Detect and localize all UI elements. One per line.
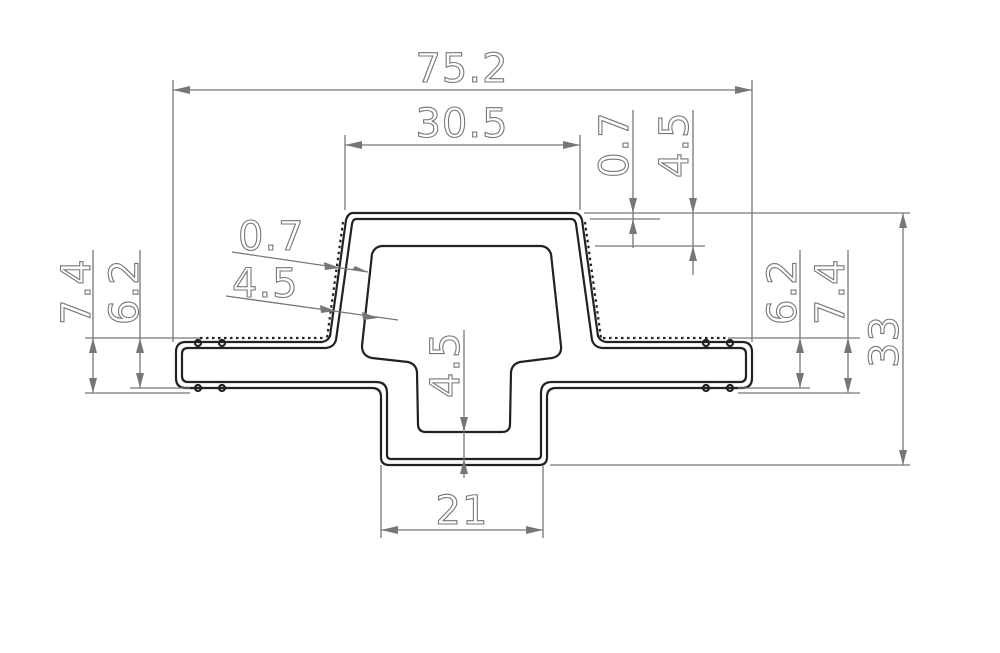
dim-total-height: 33 (550, 213, 910, 466)
dim-side-wall: 0.7 (231, 213, 369, 273)
dim-label-overall-width: 75.2 (415, 46, 508, 92)
dim-left-flange: 7.4 6.2 (53, 250, 200, 394)
dim-label-right-inner-height: 6.2 (760, 258, 806, 325)
dim-label-total-height: 33 (862, 315, 908, 368)
dim-bottom-width: 21 (380, 465, 544, 538)
dim-label-left-outer-height: 7.4 (54, 258, 100, 325)
dim-label-side-depth: 4.5 (232, 261, 299, 307)
dim-top-width: 30.5 (344, 100, 581, 210)
right-serration (583, 221, 603, 339)
left-rib-bottom-2 (217, 383, 227, 393)
dim-label-right-outer-height: 7.4 (808, 258, 854, 325)
dim-overall-width: 75.2 (172, 45, 753, 342)
dim-side-depth: 4.5 (225, 260, 399, 321)
dim-label-left-inner-height: 6.2 (102, 258, 148, 325)
dim-label-center-depth: 4.5 (423, 331, 469, 398)
left-rib-top-2 (217, 338, 227, 348)
dim-center-depth: 4.5 (422, 330, 470, 478)
profile-inner-cavity (360, 244, 563, 434)
left-serration (325, 221, 345, 339)
right-rib-bottom-2 (725, 383, 735, 393)
dim-right-flange: 6.2 7.4 (728, 250, 860, 394)
profile-outer-outline (174, 211, 754, 467)
dim-label-wall-top: 0.7 (592, 111, 638, 178)
profile-section (174, 211, 754, 467)
right-rib-top-2 (725, 338, 735, 348)
dim-label-top-width: 30.5 (415, 101, 508, 147)
left-rib-top (193, 338, 203, 348)
right-rib-bottom (701, 383, 711, 393)
dim-label-top-depth: 4.5 (652, 111, 698, 178)
dim-label-wall-side: 0.7 (238, 214, 305, 260)
profile-wall-outline (180, 217, 748, 461)
dim-label-bottom-width: 21 (436, 488, 489, 534)
right-rib-top (701, 338, 711, 348)
dim-top-depth: 4.5 (595, 110, 705, 275)
dim-top-wall: 0.7 (584, 110, 910, 248)
left-rib-bottom (193, 383, 203, 393)
